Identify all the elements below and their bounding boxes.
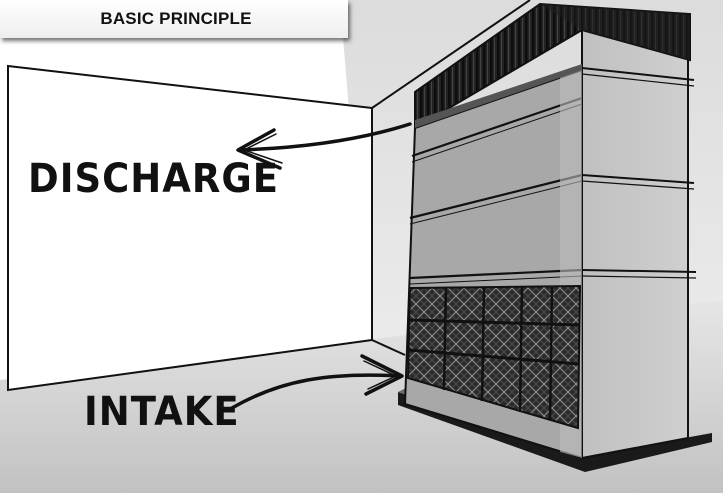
intake-label: INTAKE — [84, 388, 240, 435]
discharge-label: DISCHARGE — [28, 155, 280, 202]
page-title: BASIC PRINCIPLE — [100, 9, 252, 28]
intake-arrow — [230, 354, 404, 410]
intake-filters — [406, 284, 582, 430]
discharge-grille — [414, 2, 691, 130]
cabinet-side — [581, 18, 697, 460]
discharge-arrow — [236, 122, 412, 170]
title-banner: BASIC PRINCIPLE — [0, 0, 348, 38]
